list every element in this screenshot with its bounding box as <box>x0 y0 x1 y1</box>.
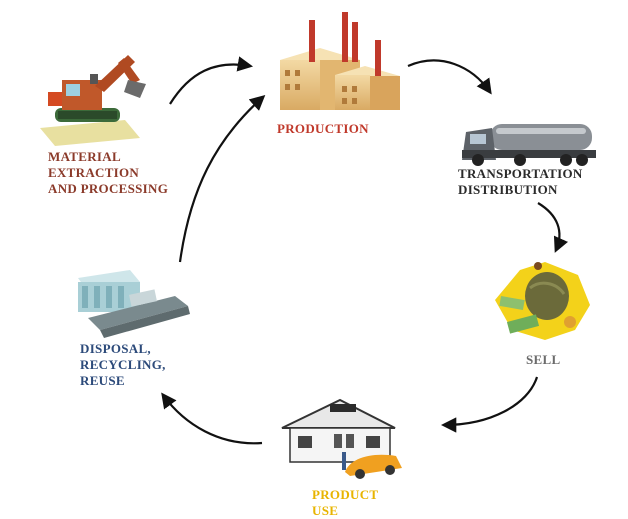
arrow-disposal-to-production <box>178 94 266 263</box>
stage-label-sell: SELL <box>526 352 560 368</box>
tanker-truck-icon <box>462 124 596 166</box>
factory-icon <box>280 12 400 110</box>
material-line-1: MATERIAL <box>48 149 121 164</box>
material-line-3: AND PROCESSING <box>48 181 169 196</box>
transport-line-1: TRANSPORTATION <box>458 166 583 181</box>
arrow-transport-to-sell <box>537 202 569 253</box>
disposal-line-2: RECYCLING, <box>80 357 166 372</box>
production-line-1: PRODUCTION <box>277 121 369 136</box>
material-line-2: EXTRACTION <box>48 165 140 180</box>
transport-line-2: DISTRIBUTION <box>458 182 558 197</box>
product-use-line-1: PRODUCT <box>312 487 379 502</box>
arrow-production-to-transport <box>407 59 492 95</box>
disposal-line-1: DISPOSAL, <box>80 341 151 356</box>
stage-label-product-use: PRODUCT USE <box>312 487 378 519</box>
sell-line-1: SELL <box>526 352 561 367</box>
stage-label-disposal: DISPOSAL, RECYCLING, REUSE <box>80 341 166 389</box>
stage-label-material: MATERIAL EXTRACTION AND PROCESSING <box>48 149 168 197</box>
arrow-material-to-production <box>169 56 254 105</box>
arrow-sell-to-product-use <box>440 376 539 433</box>
stage-label-production: PRODUCTION <box>277 121 369 137</box>
product-use-line-2: USE <box>312 503 339 518</box>
money-globe-icon <box>495 262 590 340</box>
excavator-icon <box>40 55 146 146</box>
house-car-icon <box>281 398 402 479</box>
recycling-plant-icon <box>78 270 190 338</box>
stage-label-transport: TRANSPORTATION DISTRIBUTION <box>458 166 583 198</box>
arrow-product-use-to-disposal <box>161 392 263 445</box>
disposal-line-3: REUSE <box>80 373 125 388</box>
